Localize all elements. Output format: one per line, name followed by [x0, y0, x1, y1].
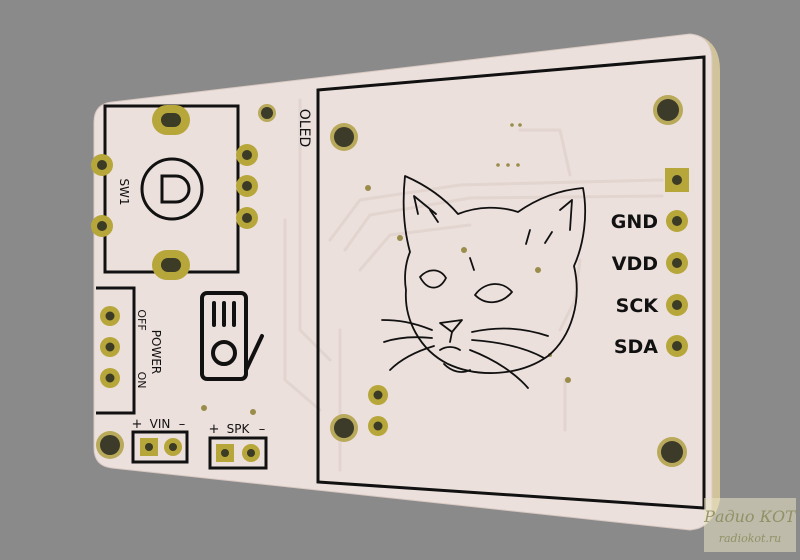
power-switch-pads	[100, 306, 120, 388]
spk-minus-label: –	[259, 422, 266, 437]
pin-label-sck: SCK	[616, 295, 660, 317]
copper-traces	[283, 98, 664, 472]
power-on-label: ON	[135, 372, 148, 389]
sw1-side-pads	[91, 144, 258, 237]
spk-label: SPK	[227, 422, 251, 436]
sw1-center	[140, 157, 204, 221]
pin-label-vdd: VDD	[612, 253, 658, 275]
watermark-url: radiokot.ru	[719, 532, 782, 545]
oled-pin-header	[665, 168, 689, 357]
power-switch-symbol	[200, 291, 264, 381]
extra-pads	[368, 385, 388, 436]
board-edge	[696, 36, 720, 528]
pin-label-gnd: GND	[611, 211, 658, 233]
watermark: Радио КОТ radiokot.ru	[703, 498, 797, 552]
sw1-label: SW1	[117, 178, 131, 205]
cat-silkscreen	[381, 175, 587, 389]
vin-minus-label: –	[179, 417, 186, 432]
power-switch-outline	[96, 286, 136, 415]
power-label: POWER	[149, 330, 163, 374]
power-off-label: OFF	[135, 309, 148, 330]
spk-plus-label: +	[209, 422, 220, 437]
vin-plus-label: +	[132, 417, 143, 432]
vin-label: VIN	[150, 417, 171, 431]
oled-label: OLED	[296, 109, 312, 147]
mounting-holes	[96, 95, 687, 467]
sw1-oval-pads	[152, 105, 190, 280]
watermark-brand: Радио КОТ	[703, 507, 797, 526]
pin-label-sda: SDA	[614, 336, 658, 358]
vin-connector: + VIN –	[131, 417, 189, 464]
spk-connector: + SPK –	[208, 422, 268, 470]
